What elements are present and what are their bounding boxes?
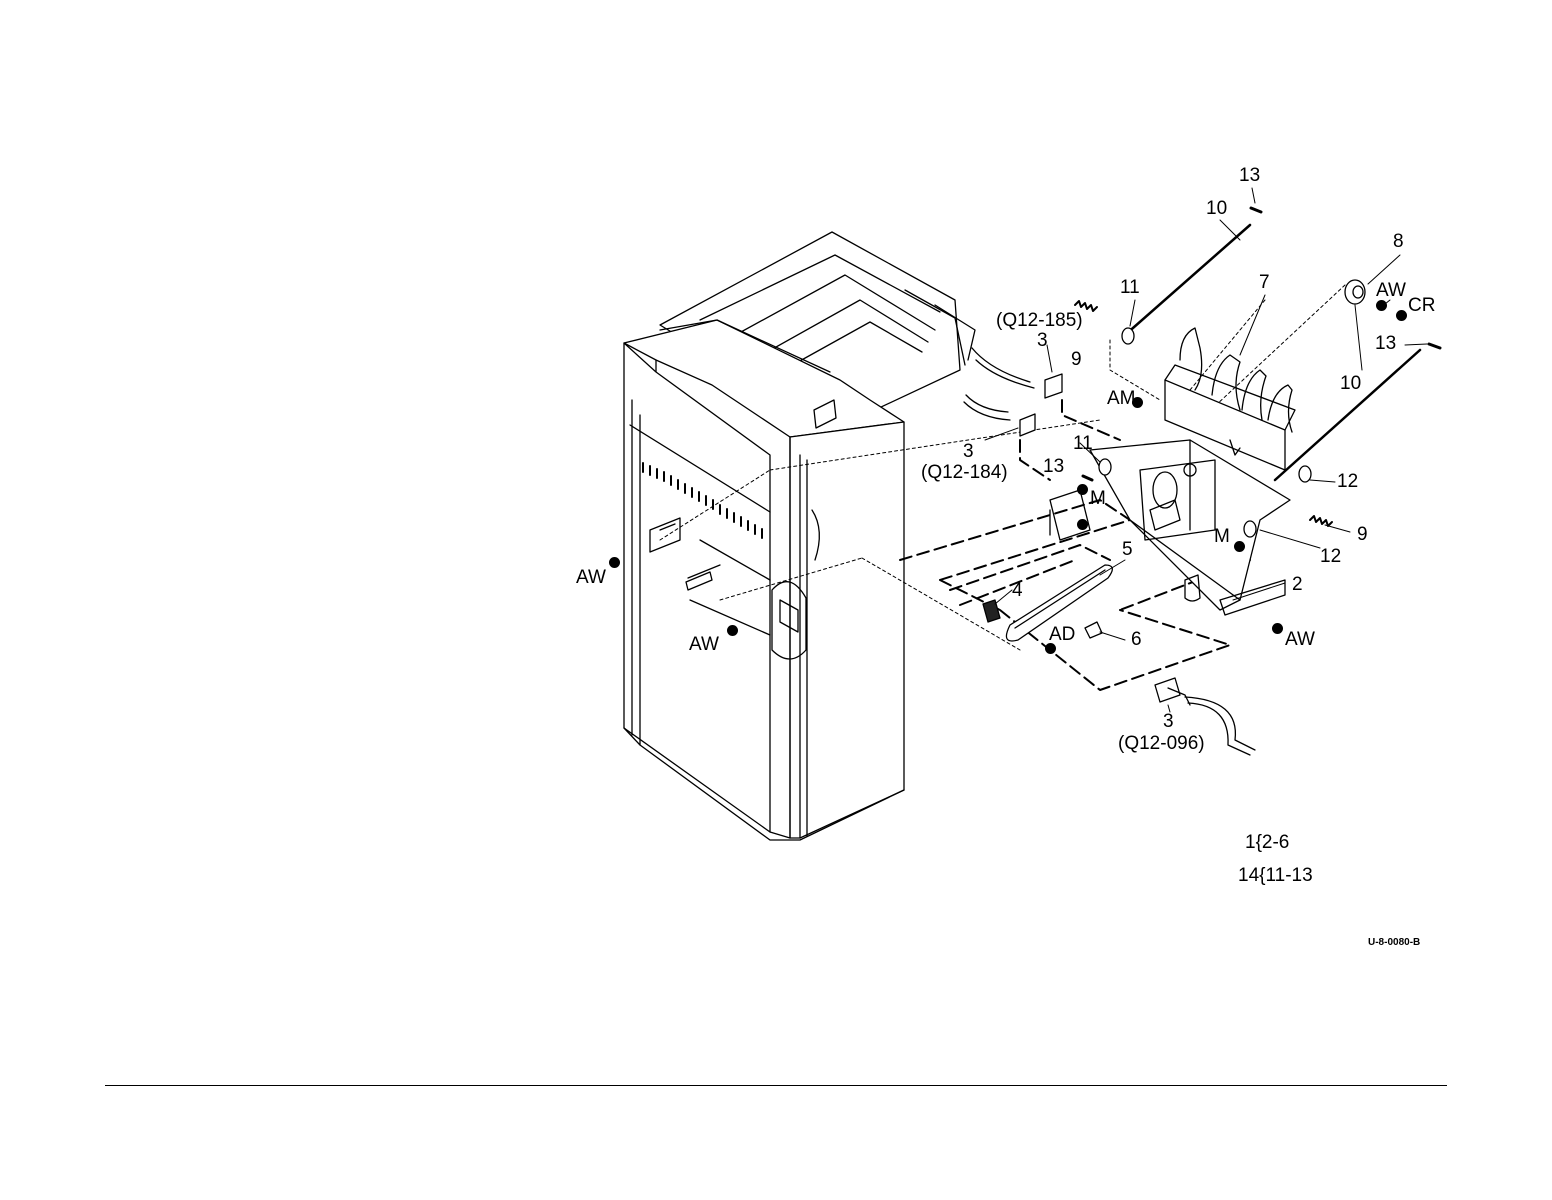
callout-aw: AW xyxy=(1285,630,1315,649)
callout-11: 11 xyxy=(1073,434,1093,453)
callout-10: 10 xyxy=(1206,199,1227,218)
kit-note-2: 14{11-13 xyxy=(1238,866,1313,885)
callout-q12-184: (Q12-184) xyxy=(921,463,1008,482)
callout-dot-13 xyxy=(1077,484,1088,495)
kit-note-1: 1{2-6 xyxy=(1245,833,1289,852)
callout-12: 12 xyxy=(1337,472,1358,491)
callout-aw: AW xyxy=(576,568,606,587)
callout-am: AM xyxy=(1107,389,1136,408)
figure-code: U-8-0080-B xyxy=(1368,938,1420,948)
callout-ad: AD xyxy=(1049,625,1075,644)
callout-8: 8 xyxy=(1393,232,1404,251)
callout-aw: AW xyxy=(689,635,719,654)
callout-10: 10 xyxy=(1340,374,1361,393)
callout-3: 3 xyxy=(1037,331,1048,350)
callout-dot-aw-mid xyxy=(727,625,738,636)
callout-11: 11 xyxy=(1120,278,1140,297)
callout-dot-aw-right xyxy=(1272,623,1283,634)
callout-4: 4 xyxy=(1012,581,1023,600)
callout-12: 12 xyxy=(1320,547,1341,566)
callout-13: 13 xyxy=(1043,457,1064,476)
callout-q12-185: (Q12-185) xyxy=(996,311,1083,330)
callout-dot-m2 xyxy=(1234,541,1245,552)
callout-dot-cr xyxy=(1396,310,1407,321)
callout-3: 3 xyxy=(1163,712,1174,731)
callout-dot-aw-top xyxy=(1376,300,1387,311)
callout-5: 5 xyxy=(1122,540,1133,559)
callout-9: 9 xyxy=(1357,525,1368,544)
callout-dot-aw-left xyxy=(609,557,620,568)
callout-13: 13 xyxy=(1375,334,1396,353)
callout-q12-096: (Q12-096) xyxy=(1118,734,1205,753)
callout-aw: AW xyxy=(1376,281,1406,300)
finisher-cabinet xyxy=(624,232,975,840)
callout-m: M xyxy=(1214,527,1230,546)
callout-13: 13 xyxy=(1239,166,1260,185)
callout-7: 7 xyxy=(1259,273,1270,292)
callout-6: 6 xyxy=(1131,630,1142,649)
callout-dot-m1 xyxy=(1077,519,1088,530)
callout-3: 3 xyxy=(963,442,974,461)
footer-rule xyxy=(105,1085,1447,1086)
callout-cr: CR xyxy=(1408,296,1435,315)
gear xyxy=(1345,280,1365,304)
callout-m: M xyxy=(1090,489,1106,508)
callout-2: 2 xyxy=(1292,575,1303,594)
callout-9: 9 xyxy=(1071,350,1082,369)
